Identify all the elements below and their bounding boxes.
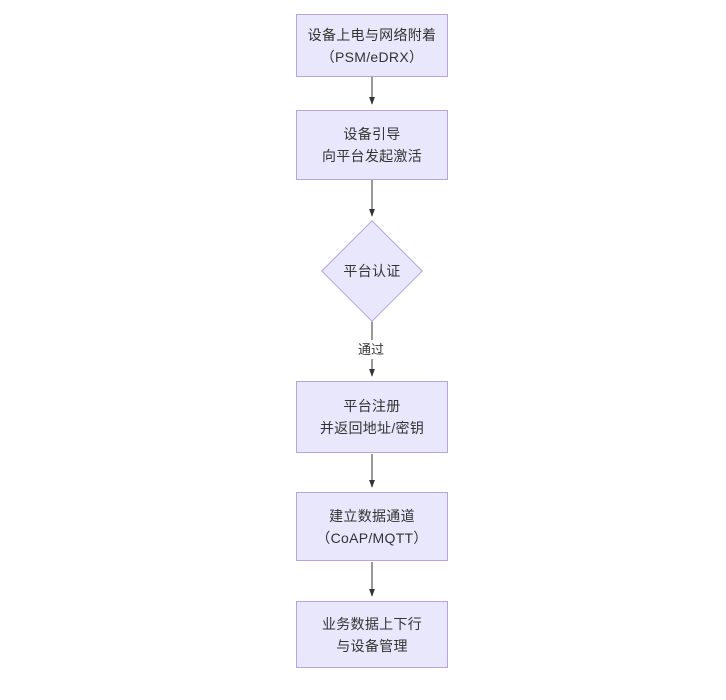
node-business-data[interactable]: 业务数据上下行 与设备管理 — [296, 601, 448, 668]
node-label-line1: 平台认证 — [343, 263, 401, 279]
edge-label-pass: 通过 — [355, 340, 388, 359]
node-device-bootstrap[interactable]: 设备引导 向平台发起激活 — [296, 110, 448, 180]
node-label-line1: 设备上电与网络附着 — [307, 26, 437, 43]
node-label-line2: （PSM/eDRX） — [320, 48, 424, 65]
node-label-line2: 向平台发起激活 — [321, 148, 423, 164]
node-label-line2: 与设备管理 — [336, 637, 408, 654]
node-device-power-on[interactable]: 设备上电与网络附着 （PSM/eDRX） — [296, 14, 448, 77]
node-platform-register[interactable]: 平台注册 并返回地址/密钥 — [296, 381, 448, 453]
node-label-line1: 业务数据上下行 — [321, 615, 423, 632]
node-platform-auth[interactable]: 平台认证 — [321, 220, 423, 322]
node-label-line1: 建立数据通道 — [329, 507, 415, 524]
node-label-line1: 平台注册 — [343, 398, 401, 414]
node-label-line2: 并返回地址/密钥 — [319, 420, 425, 436]
node-label-line1: 设备引导 — [343, 126, 401, 142]
node-data-channel[interactable]: 建立数据通道 （CoAP/MQTT） — [296, 492, 448, 561]
node-label-line2: （CoAP/MQTT） — [316, 529, 428, 546]
